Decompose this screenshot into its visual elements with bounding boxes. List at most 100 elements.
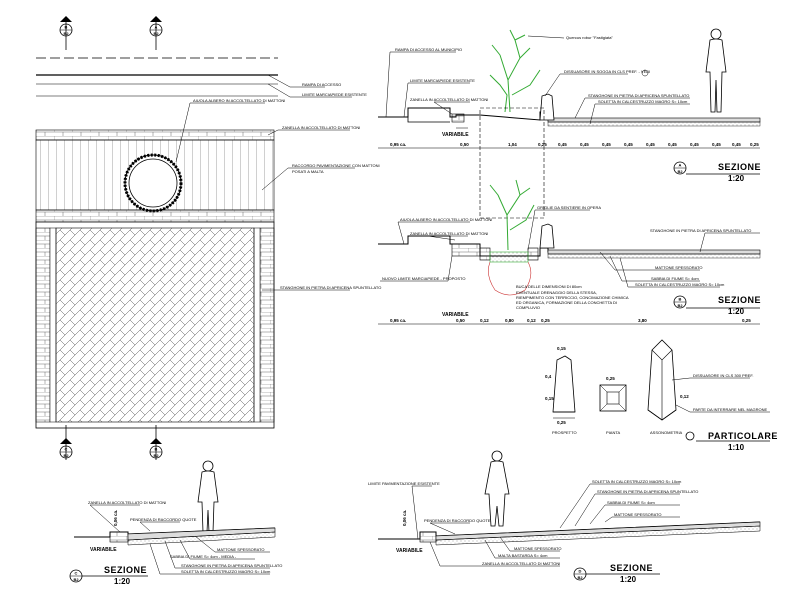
section-d-label: SOLETTA IN CALCESTRUZZO MAGRO S= 10cm bbox=[592, 479, 682, 484]
dim-value: 0,25 bbox=[750, 142, 759, 147]
section-b-title: B B2 SEZIONE 1:20 bbox=[673, 295, 761, 316]
section-b-label: NUOVO LIMITE MARCIAPIEDE - PROPOSTO bbox=[382, 276, 466, 281]
section-title: SEZIONE bbox=[104, 565, 147, 575]
variable-label: VARIABILE bbox=[442, 132, 469, 138]
section-b-label: AIUOLA ALBERO IN ACCOLTELLATO DI MATTONI bbox=[400, 217, 492, 222]
section-d-label: PENDENZA DI RACCORDO QUOTE bbox=[424, 518, 491, 523]
view-label: ASSONOMETRIA bbox=[650, 430, 683, 435]
section-b-label: ED ORGANICA, FORMAZIONE DELLA CONCHETTA … bbox=[516, 300, 617, 305]
person-icon bbox=[705, 28, 727, 113]
section-c-label: SOLETTA IN CALCESTRUZZO MAGRO S= 10cm bbox=[181, 569, 271, 574]
section-b-label: EVENTUALE DRENAGGIO DELLA STESSA, bbox=[516, 290, 597, 295]
plan-label: ZANELLA IN ACCOLTELLATO DI MATTONI bbox=[282, 125, 360, 130]
plan-label: POSATI A MALTA bbox=[292, 169, 324, 174]
section-scale: 1:20 bbox=[728, 307, 745, 316]
plan-label: LIMITE MARCIAPIEDE ESISTENTE bbox=[302, 92, 367, 97]
section-c-label: SABBIA DI FIUME S= 4cm - MEDIA - bbox=[170, 554, 237, 559]
section-tag-bottom-left: C B2 bbox=[59, 425, 73, 460]
svg-text:A: A bbox=[679, 163, 682, 168]
section-title: SEZIONE bbox=[610, 563, 653, 573]
svg-text:B2: B2 bbox=[74, 577, 80, 582]
variable-label: VARIABILE bbox=[90, 547, 117, 553]
section-scale: 1:20 bbox=[114, 577, 131, 586]
dim-value: 0,45 bbox=[712, 142, 721, 147]
dim-value: 0,45 bbox=[558, 142, 567, 147]
section-title: SEZIONE bbox=[718, 295, 761, 305]
section-d-label: MATTONE SPESSORATO bbox=[614, 512, 662, 517]
section-a-title: A B2 SEZIONE 1:20 bbox=[673, 161, 761, 183]
dim-value: 0,12 bbox=[480, 318, 489, 323]
section-a-label: LIMITE MARCIAPIEDE ESISTENTE bbox=[410, 78, 475, 83]
tag-sheet: B2 bbox=[64, 31, 70, 36]
dim-value: 0,45 bbox=[602, 142, 611, 147]
dimension-row-a: 0,95 ca. 0,50 1,04 0,25 0,45 0,45 0,45 0… bbox=[390, 142, 759, 147]
dim-value: 0,45 bbox=[624, 142, 633, 147]
section-a: Quercus robur "Fastigiata" RAMPA DI ACCE… bbox=[378, 28, 761, 219]
section-b-label: SABBIA DI FIUME S= 4cm bbox=[651, 276, 699, 281]
plan-view: B B2 A B2 bbox=[35, 16, 381, 460]
section-scale: 1:20 bbox=[728, 174, 745, 183]
dim-value: 0,45 bbox=[646, 142, 655, 147]
dim-value: 0,50 bbox=[460, 142, 469, 147]
section-d-label: ZANELLA IN ACCOLTELLATO DI MATTONI bbox=[482, 561, 560, 566]
detail-title: PARTICOLARE 1:10 bbox=[685, 431, 777, 452]
dim-value: 0,45 bbox=[690, 142, 699, 147]
person-icon bbox=[197, 460, 219, 533]
dim-value: 0,4 bbox=[545, 374, 552, 379]
section-c-label: STANGHONE IN PIETRA DI APRICENA SPUNTELL… bbox=[181, 563, 282, 568]
section-c-label: PENDENZA DI RACCORDO QUOTE bbox=[130, 517, 197, 522]
tree-icon bbox=[489, 29, 541, 113]
svg-text:C: C bbox=[75, 571, 78, 576]
dim-value: 0,06 ca. bbox=[402, 510, 407, 526]
section-d-label: STANGHONE IN PIETRA DI APRICENA SPUNTELL… bbox=[597, 489, 698, 494]
section-b-label: RIEMPIMENTO CON TERRICCIO, CONCIMAZIONE … bbox=[516, 295, 629, 300]
detail-label: PARTE DA INTERRARE NEL MAGRONE bbox=[693, 407, 767, 412]
section-c: ZANELLA IN ACCOLTELLATO DI MATTONI PENDE… bbox=[69, 460, 282, 586]
person-icon bbox=[484, 450, 510, 527]
section-d-label: MALTA BASTARDA S= 4cm bbox=[498, 553, 548, 558]
section-tag-top-left: B B2 bbox=[59, 16, 73, 50]
section-b-label: GRIGLIE DA SENTIERE IN OPERA bbox=[537, 205, 601, 210]
tag-letter: B bbox=[155, 447, 158, 452]
svg-text:B: B bbox=[679, 297, 682, 302]
tag-sheet: B2 bbox=[154, 453, 160, 458]
section-d-label: SABBIA DI FIUME S= 4cm bbox=[607, 500, 655, 505]
dim-value: 0,25 bbox=[742, 318, 751, 323]
bollard-detail: 0,15 0,4 0,15 0,25 PROSPETTO 0,25 PIANTA… bbox=[545, 339, 777, 452]
section-a-label: RAMPA DI ACCESSO AL MUNICIPIO bbox=[395, 47, 462, 52]
dimension-row-b: 0,95 ca. 0,50 0,12 0,80 0,12 0,25 3,80 0… bbox=[390, 318, 751, 323]
section-a-label: ZANELLA IN ACCOLTELLATO DI MATTONI bbox=[410, 97, 488, 102]
dim-value: 0,25 bbox=[557, 420, 566, 425]
tag-letter: A bbox=[155, 25, 158, 30]
section-tag-top-right: A B2 bbox=[149, 16, 163, 50]
section-d-title: D B2 SEZIONE 1:20 bbox=[573, 563, 660, 584]
detail-scale: 1:10 bbox=[728, 443, 745, 452]
tag-sheet: B2 bbox=[64, 453, 70, 458]
dim-value: 0,95 ca. bbox=[390, 318, 406, 323]
dim-value: 0,50 bbox=[456, 318, 465, 323]
tree-species-label: Quercus robur "Fastigiata" bbox=[566, 35, 613, 40]
dim-value: 1,04 bbox=[508, 142, 517, 147]
view-label: PROSPETTO bbox=[552, 430, 577, 435]
svg-text:B2: B2 bbox=[678, 303, 684, 308]
plan-label: RAMPA DI ACCESSO bbox=[302, 82, 341, 87]
dim-value: 0,25 bbox=[541, 318, 550, 323]
section-c-label: ZANELLA IN ACCOLTELLATO DI MATTONI bbox=[88, 500, 166, 505]
section-a-label: SOLETTA IN CALCESTRUZZO MAGRO S= 10cm bbox=[598, 99, 688, 104]
section-c-label: MATTONE SPESSORATO bbox=[217, 547, 265, 552]
section-b-label: MATTONE SPESSORATO bbox=[655, 265, 703, 270]
section-a-label: STANGHONE IN PIETRA DI APRICENA SPUNTELL… bbox=[588, 93, 689, 98]
dim-value: 0,12 bbox=[527, 318, 536, 323]
section-b-label: STANGHONE IN PIETRA DI APRICENA SPUNTELL… bbox=[650, 228, 751, 233]
dim-value: 0,80 bbox=[505, 318, 514, 323]
svg-text:B2: B2 bbox=[678, 169, 684, 174]
plan-label: RACCORDO PAVIMENTAZIONE CON MATTONI bbox=[292, 163, 380, 168]
dim-value: 0,06 ca. bbox=[113, 510, 118, 526]
svg-text:D: D bbox=[579, 569, 582, 574]
section-d-label: LIMITE PAVIMENTAZIONE ESISTENTE bbox=[368, 481, 440, 486]
variable-label: VARIABILE bbox=[396, 548, 423, 554]
section-d-label: MATTONE SPESSORATO bbox=[514, 546, 562, 551]
dim-value: 0,12 bbox=[680, 394, 689, 399]
section-b-label: SOLETTA IN CALCESTRUZZO MAGRO S= 10cm bbox=[635, 282, 725, 287]
